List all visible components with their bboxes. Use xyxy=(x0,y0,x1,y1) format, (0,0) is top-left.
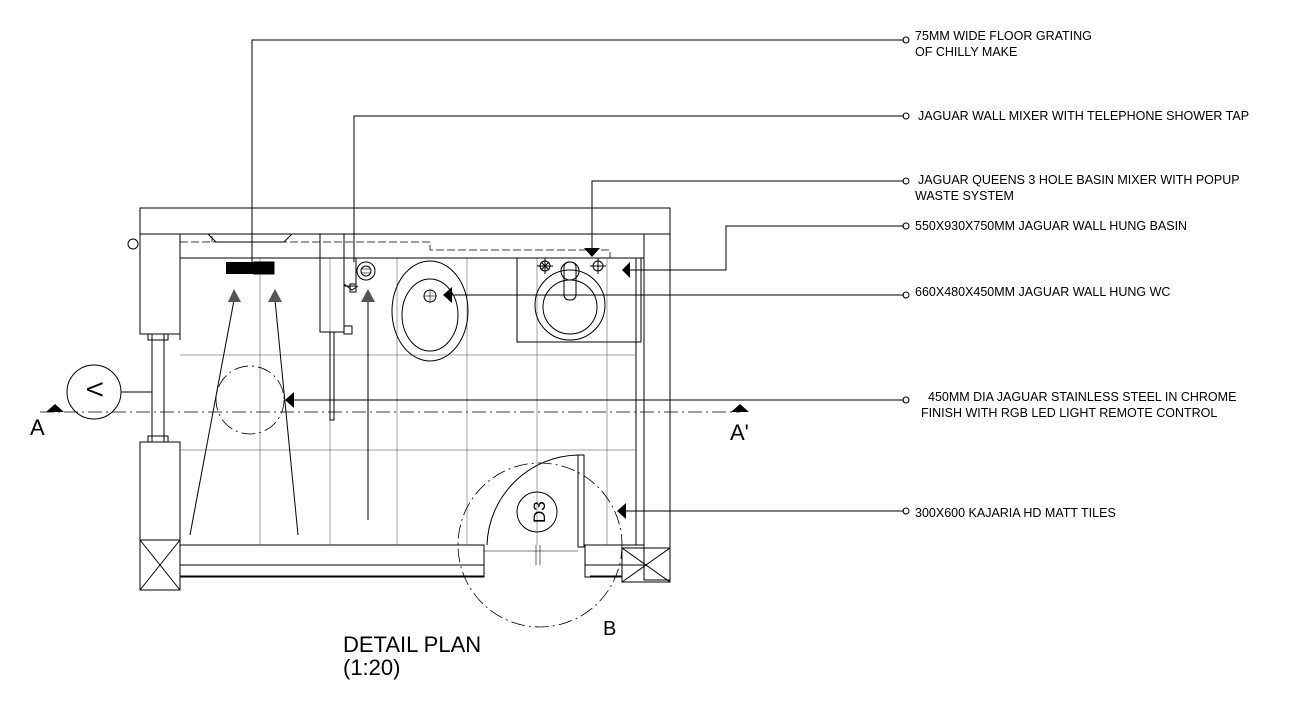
floor-tile-grid xyxy=(180,258,636,545)
callout-6-line2: FINISH WITH RGB LED LIGHT REMOTE CONTROL xyxy=(921,406,1217,420)
leaders xyxy=(251,36,910,519)
callout-notes: 75MM WIDE FLOOR GRATING OF CHILLY MAKE J… xyxy=(915,29,1249,520)
door-d3 xyxy=(483,454,586,577)
elevation-marker-b xyxy=(457,462,623,628)
wall-right xyxy=(643,233,671,581)
callout-5-line1: 660X480X450MM JAGUAR WALL HUNG WC xyxy=(915,285,1170,299)
shower-area xyxy=(189,233,375,536)
callout-6-line1: 450MM DIA JAGUAR STAINLESS STEEL IN CHRO… xyxy=(928,390,1236,404)
callout-2-line1: JAGUAR WALL MIXER WITH TELEPHONE SHOWER … xyxy=(918,109,1249,123)
drawing-scale: (1:20) xyxy=(343,655,400,680)
callout-4-line1: 550X930X750MM JAGUAR WALL HUNG BASIN xyxy=(915,219,1187,233)
callout-1-line1: 75MM WIDE FLOOR GRATING xyxy=(915,29,1092,43)
wall-mixer xyxy=(343,257,376,293)
wall-hung-basin xyxy=(516,257,642,343)
wall-left-upper xyxy=(139,233,181,335)
door-tag-label: D3 xyxy=(530,501,549,523)
window-left xyxy=(147,333,181,443)
floor-grating xyxy=(226,262,274,274)
elevation-label: B xyxy=(603,618,616,640)
section-line xyxy=(40,404,749,413)
rain-shower-head xyxy=(215,365,285,435)
wall-top xyxy=(139,207,671,235)
callout-3-line2: WASTE SYSTEM xyxy=(915,189,1014,203)
section-label-right: A' xyxy=(730,420,749,445)
wall-bottom-left xyxy=(179,544,485,566)
callout-7-line1: 300X600 KAJARIA HD MATT TILES xyxy=(915,506,1116,520)
glass-partition xyxy=(319,233,353,421)
wall-left-lower xyxy=(139,441,181,591)
callout-3-line1: JAGUAR QUEENS 3 HOLE BASIN MIXER WITH PO… xyxy=(918,173,1240,187)
callout-1-line2: OF CHILLY MAKE xyxy=(915,45,1017,59)
concealed-pipe xyxy=(180,236,611,258)
walls xyxy=(127,207,671,591)
door-tag xyxy=(516,491,558,533)
drawing-title: DETAIL PLAN xyxy=(343,632,481,657)
wall-hung-wc xyxy=(391,260,469,362)
vent-tag xyxy=(66,364,152,420)
vent-tag-label: V xyxy=(82,382,107,397)
section-label-left: A xyxy=(30,415,45,440)
